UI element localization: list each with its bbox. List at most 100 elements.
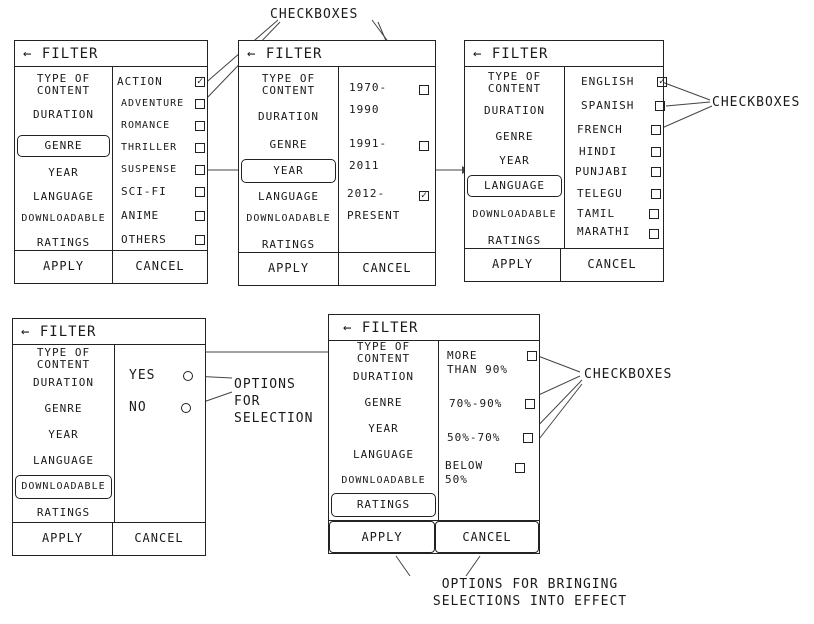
checkbox[interactable]: [523, 433, 533, 443]
menu-item-year[interactable]: YEAR: [368, 422, 399, 435]
checkbox[interactable]: [419, 141, 429, 151]
cancel-button[interactable]: CANCEL: [587, 257, 637, 271]
menu-item-genre[interactable]: GENRE: [364, 396, 403, 409]
checkbox-checked[interactable]: ✓: [657, 76, 667, 87]
checkbox[interactable]: [649, 229, 659, 239]
menu-item-genre[interactable]: GENRE: [17, 135, 110, 157]
menu-item-ratings[interactable]: RATINGS: [36, 506, 91, 519]
apply-button[interactable]: APPLY: [329, 521, 435, 553]
language-option: TELEGU: [577, 187, 623, 200]
menu-item-type[interactable]: TYPE OF CONTENT: [36, 346, 91, 371]
menu-item-downloadable[interactable]: DOWNLOADABLE: [21, 213, 106, 224]
checkbox[interactable]: [655, 101, 665, 111]
options-for-selection-label: OPTIONS FOR SELECTION: [234, 377, 314, 426]
filter-menu: TYPE OF CONTENT DURATION GENRE YEAR LANG…: [329, 341, 439, 521]
download-option-no: NO: [129, 400, 147, 415]
genre-option: ACTION: [117, 75, 163, 88]
menu-item-duration[interactable]: DURATION: [258, 110, 319, 123]
menu-item-year[interactable]: YEAR: [48, 428, 79, 441]
menu-item-language[interactable]: LANGUAGE: [467, 175, 562, 197]
menu-item-year[interactable]: YEAR: [48, 166, 79, 179]
checkbox[interactable]: [515, 463, 525, 473]
checkbox[interactable]: [527, 351, 537, 361]
menu-item-downloadable[interactable]: DOWNLOADABLE: [341, 475, 426, 486]
radio-yes[interactable]: [183, 371, 193, 381]
year-option: 1970-1990: [349, 81, 388, 116]
filter-footer: APPLY CANCEL: [329, 520, 539, 553]
filter-panel-downloadable: ← FILTER TYPE OF CONTENT DURATION GENRE …: [12, 318, 206, 556]
checkbox[interactable]: [195, 165, 205, 175]
menu-item-language[interactable]: LANGUAGE: [353, 448, 414, 461]
apply-button[interactable]: APPLY: [15, 251, 113, 283]
filter-panel-language: ← FILTER TYPE OF CONTENT DURATION GENRE …: [464, 40, 667, 282]
menu-item-genre[interactable]: GENRE: [44, 402, 83, 415]
menu-item-language[interactable]: LANGUAGE: [33, 454, 94, 467]
apply-button[interactable]: APPLY: [239, 253, 339, 285]
filter-header: ← FILTER: [329, 315, 539, 341]
menu-item-year[interactable]: YEAR: [241, 159, 336, 183]
menu-item-year[interactable]: YEAR: [499, 154, 530, 167]
cancel-button[interactable]: CANCEL: [435, 521, 539, 553]
menu-item-type[interactable]: TYPE OF CONTENT: [36, 72, 91, 97]
checkboxes-label-ratings: CHECKBOXES: [584, 367, 673, 382]
menu-item-duration[interactable]: DURATION: [353, 370, 414, 383]
checkbox[interactable]: [651, 125, 661, 135]
language-option: SPANISH: [581, 99, 635, 112]
radio-no[interactable]: [181, 403, 191, 413]
checkbox[interactable]: [195, 143, 205, 153]
genre-option: SUSPENSE: [121, 164, 178, 175]
checkbox[interactable]: [195, 121, 205, 131]
checkbox[interactable]: [651, 189, 661, 199]
apply-button[interactable]: APPLY: [465, 249, 561, 281]
checkbox[interactable]: [195, 235, 205, 245]
menu-item-downloadable[interactable]: DOWNLOADABLE: [472, 209, 557, 220]
cancel-button[interactable]: CANCEL: [135, 259, 185, 273]
genre-option: ANIME: [121, 209, 160, 222]
filter-panel-ratings: ← FILTER TYPE OF CONTENT DURATION GENRE …: [328, 314, 540, 554]
checkbox[interactable]: [195, 187, 205, 197]
menu-item-duration[interactable]: DURATION: [33, 108, 94, 121]
menu-item-genre[interactable]: GENRE: [495, 130, 534, 143]
filter-footer: APPLY CANCEL: [13, 522, 205, 555]
menu-item-downloadable[interactable]: DOWNLOADABLE: [246, 213, 331, 224]
genre-option: ROMANCE: [121, 120, 171, 131]
checkbox[interactable]: [525, 399, 535, 409]
filter-menu: TYPE OF CONTENT DURATION GENRE YEAR LANG…: [239, 67, 339, 253]
menu-item-ratings[interactable]: RATINGS: [331, 493, 436, 517]
menu-item-downloadable[interactable]: DOWNLOADABLE: [15, 475, 112, 499]
filter-panel-year: ← FILTER TYPE OF CONTENT DURATION GENRE …: [238, 40, 436, 286]
menu-item-language[interactable]: LANGUAGE: [258, 190, 319, 203]
filter-menu: TYPE OF CONTENT DURATION GENRE YEAR LANG…: [15, 67, 113, 251]
filter-header: ← FILTER: [13, 319, 205, 345]
checkbox[interactable]: [419, 85, 429, 95]
menu-item-ratings[interactable]: RATINGS: [487, 234, 542, 247]
rating-option: MORE THAN 90%: [447, 349, 508, 376]
apply-button[interactable]: APPLY: [13, 523, 113, 555]
menu-item-ratings[interactable]: RATINGS: [261, 238, 316, 251]
menu-item-type[interactable]: TYPE OF CONTENT: [261, 72, 316, 97]
menu-item-language[interactable]: LANGUAGE: [33, 190, 94, 203]
language-option: FRENCH: [577, 123, 623, 136]
menu-item-genre[interactable]: GENRE: [269, 138, 308, 151]
menu-item-type[interactable]: TYPE OF CONTENT: [356, 340, 411, 365]
rating-option: 50%-70%: [447, 431, 501, 444]
rating-option: 70%-90%: [449, 397, 503, 410]
checkbox[interactable]: [195, 211, 205, 221]
menu-item-type[interactable]: TYPE OF CONTENT: [487, 70, 542, 95]
filter-panel-genre: ← FILTER TYPE OF CONTENT DURATION GENRE …: [14, 40, 208, 284]
checkbox[interactable]: [649, 209, 659, 219]
language-option: ENGLISH: [581, 75, 635, 88]
checkbox[interactable]: [651, 147, 661, 157]
filter-header: ← FILTER: [465, 41, 663, 67]
menu-item-duration[interactable]: DURATION: [484, 104, 545, 117]
cancel-button[interactable]: CANCEL: [134, 531, 184, 545]
menu-item-duration[interactable]: DURATION: [33, 376, 94, 389]
checkbox[interactable]: [651, 167, 661, 177]
checkbox-checked[interactable]: ✓: [419, 190, 429, 201]
filter-header: ← FILTER: [15, 41, 207, 67]
checkbox[interactable]: [195, 99, 205, 109]
cancel-button[interactable]: CANCEL: [362, 261, 412, 275]
menu-item-ratings[interactable]: RATINGS: [36, 236, 91, 249]
checkbox-checked[interactable]: ✓: [195, 76, 205, 87]
filter-menu: TYPE OF CONTENT DURATION GENRE YEAR LANG…: [13, 345, 115, 523]
